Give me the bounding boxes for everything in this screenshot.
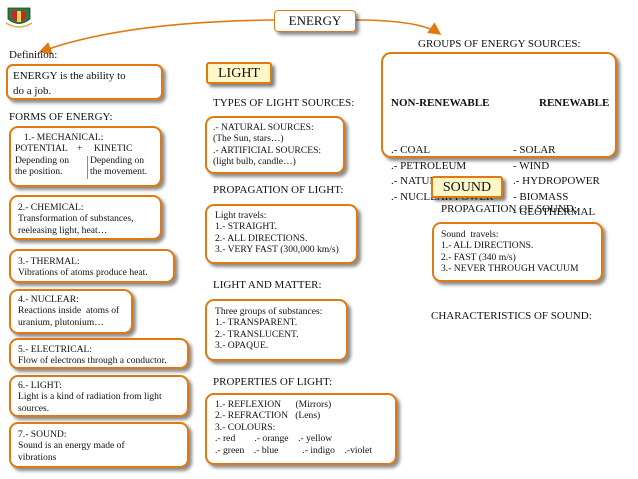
light-matter-heading: LIGHT AND MATTER: — [213, 279, 322, 291]
arrow-to-definition — [38, 19, 275, 55]
page-title: ENERGY — [274, 10, 356, 32]
arrow-to-groups — [355, 19, 442, 35]
groups-card — [381, 52, 617, 158]
form-card-text: 5.- ELECTRICAL: Flow of electrons throug… — [18, 344, 167, 367]
light-properties-heading: PROPERTIES OF LIGHT: — [213, 376, 333, 388]
renewable-column: RENEWABLE - SOLAR - WIND .- HYDROPOWER -… — [513, 65, 613, 237]
sound-label: SOUND — [431, 176, 503, 198]
light-types-heading: TYPES OF LIGHT SOURCES: — [213, 97, 355, 109]
light-properties-text: 1.- REFLEXION (Mirrors) 2.- REFRACTION (… — [215, 399, 372, 456]
form-card-mechanical: 1.- MECHANICAL: POTENTIAL + KINETIC Depe… — [9, 126, 162, 187]
form-card-thermal: 3.- THERMAL: Vibrations of atoms produce… — [9, 249, 175, 283]
definition-heading: Definition: — [9, 49, 58, 61]
mechanical-right-desc: Depending on the movement. — [90, 155, 148, 178]
form-card-text: 6.- LIGHT: Light is a kind of radiation … — [18, 380, 162, 414]
mechanical-left-desc: Depending on the position. — [15, 155, 70, 178]
forms-heading: FORMS OF ENERGY: — [9, 111, 113, 123]
light-propagation-card: Light travels: 1.- STRAIGHT. 2.- ALL DIR… — [205, 204, 358, 264]
light-types-card: .- NATURAL SOURCES: (The Sun, stars…) .-… — [205, 116, 345, 174]
light-matter-text: Three groups of substances: 1.- TRANSPAR… — [215, 306, 323, 352]
mechanical-title: 1.- MECHANICAL: — [24, 132, 104, 143]
sound-propagation-heading: PROPAGATION OF SOUND: — [441, 203, 577, 215]
mechanical-kinetic: KINETIC — [94, 143, 133, 154]
mechanical-potential: POTENTIAL — [15, 143, 68, 154]
form-card-nuclear: 4.- NUCLEAR: Reactions inside atoms of u… — [9, 289, 133, 334]
light-propagation-text: Light travels: 1.- STRAIGHT. 2.- ALL DIR… — [215, 210, 339, 256]
renewable-items: - SOLAR - WIND .- HYDROPOWER - BIOMASS -… — [513, 143, 600, 219]
form-card-electrical: 5.- ELECTRICAL: Flow of electrons throug… — [9, 338, 189, 369]
groups-heading: GROUPS OF ENERGY SOURCES: — [418, 38, 581, 50]
sound-propagation-text: Sound travels: 1.- ALL DIRECTIONS. 2.- F… — [441, 229, 579, 275]
renewable-heading: RENEWABLE — [539, 97, 610, 110]
light-properties-card: 1.- REFLEXION (Mirrors) 2.- REFRACTION (… — [205, 393, 397, 465]
form-card-text: 2.- CHEMICAL: Transformation of substanc… — [18, 202, 134, 236]
light-propagation-heading: PROPAGATION OF LIGHT: — [213, 184, 344, 196]
form-card-text: 3.- THERMAL: Vibrations of atoms produce… — [18, 256, 148, 279]
nonrenewable-heading: NON-RENEWABLE — [391, 97, 490, 110]
light-matter-card: Three groups of substances: 1.- TRANSPAR… — [205, 299, 348, 361]
definition-text: ENERGY is the ability to do a job. — [13, 70, 126, 97]
light-types-text: .- NATURAL SOURCES: (The Sun, stars…) .-… — [213, 122, 322, 168]
form-card-chemical: 2.- CHEMICAL: Transformation of substanc… — [9, 195, 162, 240]
form-card-text: 4.- NUCLEAR: Reactions inside atoms of u… — [18, 294, 120, 328]
school-crest-logo — [4, 5, 34, 29]
sound-characteristics-heading: CHARACTERISTICS OF SOUND: — [431, 310, 592, 322]
sound-propagation-card: Sound travels: 1.- ALL DIRECTIONS. 2.- F… — [432, 222, 603, 282]
form-card-light: 6.- LIGHT: Light is a kind of radiation … — [9, 375, 189, 417]
light-label: LIGHT — [206, 62, 272, 84]
mechanical-plus: + — [77, 143, 83, 154]
form-card-text: 7.- SOUND: Sound is an energy made of vi… — [18, 429, 125, 463]
mechanical-divider — [87, 156, 88, 179]
form-card-sound: 7.- SOUND: Sound is an energy made of vi… — [9, 422, 189, 468]
